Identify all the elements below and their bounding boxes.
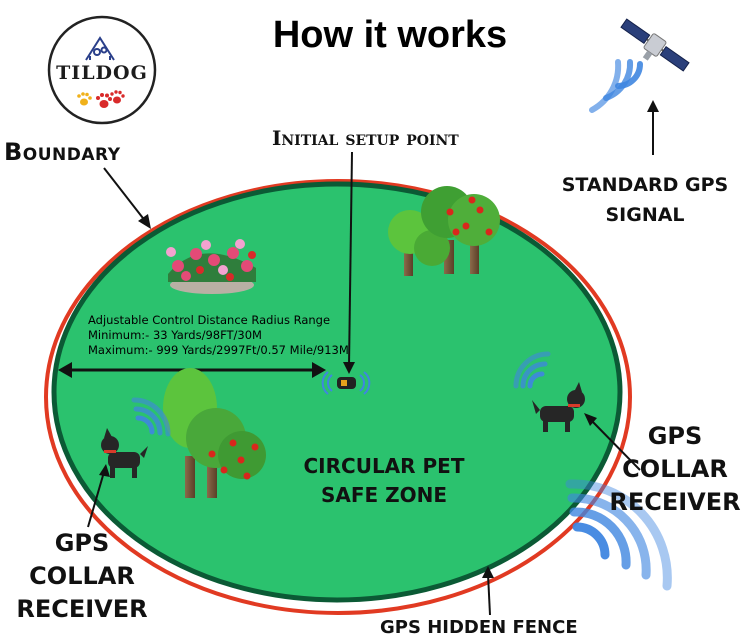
- tildog-logo: [47, 15, 157, 125]
- collar-left-line-3: RECEIVER: [16, 595, 148, 623]
- signal-waves-icon: [565, 479, 672, 591]
- collar-right-line-2: COLLAR: [622, 455, 728, 483]
- signal-waves-icon: [131, 397, 171, 437]
- boundary-arrow: [103, 167, 147, 223]
- gps-signal-line-2: SIGNAL: [605, 204, 685, 226]
- signal-waves-icon: [589, 59, 643, 113]
- brand-name: TILDOG: [56, 62, 148, 84]
- collar-right-line-3: RECEIVER: [609, 488, 741, 516]
- gps-device-icon: [321, 371, 371, 395]
- range-heading: Adjustable Control Distance Radius Range: [88, 313, 331, 327]
- satellite-icon: [620, 18, 690, 72]
- safe-zone-line-1: CIRCULAR PET: [303, 454, 465, 478]
- collar-left-arrow: [87, 471, 105, 528]
- range-info: Adjustable Control Distance Radius Range…: [88, 313, 349, 358]
- collar-receiver-label-right: GPS COLLAR RECEIVER: [600, 420, 750, 519]
- setup-point-label: Initial setup point: [272, 126, 459, 150]
- collar-left-line-1: GPS: [54, 529, 110, 557]
- paw-icon: [77, 92, 92, 106]
- dog-icon: [101, 428, 148, 478]
- tree-icon: [388, 186, 500, 276]
- safe-zone-line-2: SAFE ZONE: [320, 483, 448, 507]
- fence-arrow: [487, 573, 491, 616]
- paw-icon: [96, 90, 125, 108]
- signal-waves-icon: [513, 351, 551, 389]
- hidden-fence-label: GPS HIDDEN FENCE: [380, 617, 578, 638]
- collar-right-arrow: [589, 418, 641, 471]
- collar-left-line-2: COLLAR: [29, 562, 135, 590]
- tree-icon: [163, 368, 266, 498]
- flower-bed-icon: [166, 239, 256, 294]
- dog-icon: [532, 382, 585, 432]
- gps-signal-label: STANDARD GPS SIGNAL: [540, 170, 750, 230]
- boundary-label: Boundary: [4, 138, 121, 166]
- gps-signal-line-1: STANDARD GPS: [561, 174, 729, 196]
- setup-point-arrow: [348, 151, 353, 367]
- safe-zone-label: CIRCULAR PET SAFE ZONE: [260, 452, 508, 510]
- collar-right-line-1: GPS: [647, 422, 703, 450]
- range-minimum: Minimum:- 33 Yards/98FT/30M: [88, 328, 262, 342]
- house-icon: [85, 36, 115, 61]
- range-maximum: Maximum:- 999 Yards/2997Ft/0.57 Mile/913…: [88, 343, 349, 357]
- page-title: How it works: [272, 14, 508, 56]
- collar-receiver-label-left: GPS COLLAR RECEIVER: [0, 527, 164, 626]
